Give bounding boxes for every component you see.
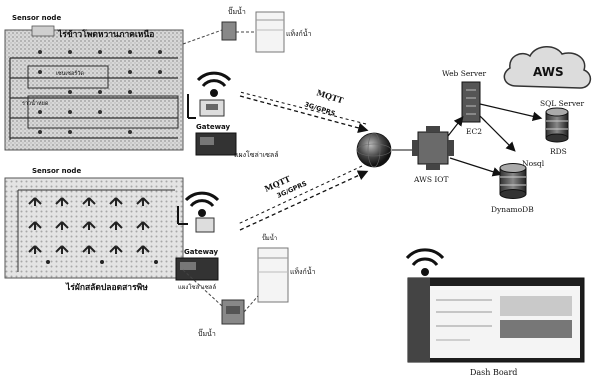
dashboard-widget-2: [500, 320, 572, 338]
farm-bottom-pump-top-label: ปั๊มน้ำ: [262, 232, 277, 242]
farm-bottom-title: ไร่ผักสลัดปลอดสารพิษ: [65, 282, 148, 293]
ec2-to-rds-arrow: [480, 104, 540, 118]
webserver-label: Web Server: [442, 69, 487, 78]
top-link-protocol: MQTT: [315, 87, 344, 105]
iot-to-dynamodb-arrow: [450, 158, 500, 174]
rds-label: RDS: [550, 147, 567, 156]
farm-top-area: [5, 30, 183, 150]
farm-top-inner-label: เซนเซอร์วัด: [56, 70, 84, 77]
awsiot-label: AWS IOT: [413, 175, 448, 184]
dashboard-sidebar: [408, 278, 430, 362]
wifi-icon: [198, 73, 230, 95]
farm-bottom-tank-label: แท็งก์น้ำ: [290, 265, 316, 276]
farm-top-title: ไร่ข้าวโพดหวานภาคเหนือ: [57, 29, 154, 40]
farm-bottom-gateway-caption: แผงโซล่าเซลล์: [178, 283, 216, 291]
ec2-label: EC2: [466, 127, 482, 136]
sensor-node-icon: [32, 26, 54, 36]
dashboard-label: Dash Board: [470, 368, 517, 377]
dashboard-section: Dash Board: [407, 250, 584, 377]
tank-top-icon: [256, 12, 284, 52]
farm-top-pump-label: ปั๊มน้ำ: [228, 5, 246, 16]
dynamodb-label: DynamoDB: [491, 205, 534, 214]
dashboard-widget-1: [500, 296, 572, 316]
farm-top-bottom-caption: แผงโซล่าเซลล์: [234, 150, 279, 159]
top-link-network: 3G/GPRS: [303, 100, 336, 118]
farm-bottom-pump-label: ปั๊มน้ำ: [198, 327, 216, 338]
aws-label: AWS: [533, 65, 564, 79]
sqlserver-label: SQL Server: [540, 99, 584, 108]
farm-top-sensor-label: Sensor node: [12, 14, 61, 22]
iot-to-ec2-arrow: [448, 118, 462, 136]
farm-top-gateway-label: Gateway: [196, 123, 231, 131]
top-link-line: [240, 96, 366, 130]
dynamodb-database-icon: [500, 164, 526, 199]
aws-cloud-section: AWS Web Server EC2 AWS IOT SQL Server: [412, 47, 590, 214]
webserver-icon: [462, 82, 480, 122]
internet-globe-icon: [357, 133, 391, 167]
farm-bottom-sensor-label: Sensor node: [32, 167, 81, 175]
farm-bottom-gateway-label: Gateway: [184, 248, 219, 256]
farm-top-tank-label: แท็งก์น้ำ: [286, 27, 312, 38]
tank-bottom-icon: [258, 248, 288, 302]
awsiot-icon: [412, 126, 454, 170]
wifi-icon: [186, 193, 218, 215]
farm-top: Sensor node ไร่ข้าวโพดหวานภาคเหนือ เซนเซ…: [5, 5, 312, 159]
node-box-bottom: [196, 218, 214, 232]
pump-top-icon: [222, 22, 236, 40]
rds-database-icon: [546, 108, 568, 142]
farm-top-row-label: ราวน้ำหยด: [22, 99, 49, 107]
wifi-icon: [407, 250, 443, 275]
